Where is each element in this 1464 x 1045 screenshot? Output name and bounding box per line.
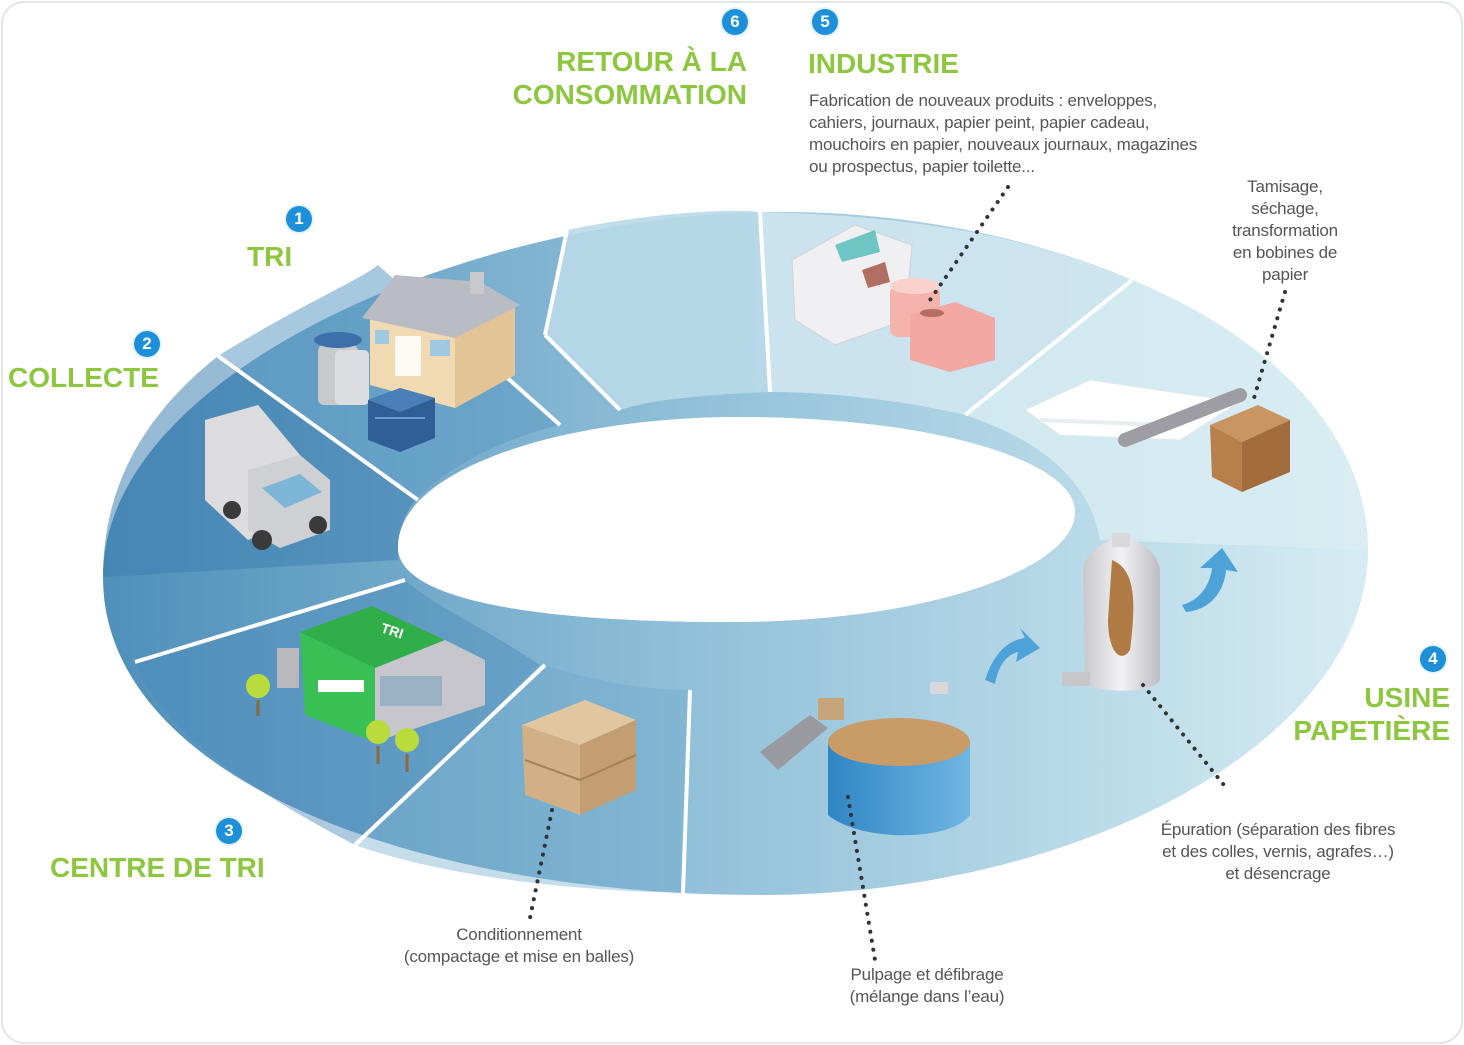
step-label-retour-line2: CONSOMMATION [512, 79, 747, 110]
note-conditionnement-line: Conditionnement [456, 925, 582, 944]
note-industrie-line: mouchoirs en papier, nouveaux journaux, … [809, 135, 1198, 154]
trash-bins-icon [314, 332, 369, 405]
pulper-tank-icon [760, 682, 970, 836]
ring-hole [398, 417, 1075, 622]
house-icon [362, 272, 520, 408]
note-industrie-line: ou prospectus, papier toilette... [809, 157, 1035, 176]
step-label-collecte: COLLECTE [8, 362, 159, 393]
note-pulpage: Pulpage et défibrage (mélange dans l’eau… [812, 964, 1042, 1008]
sorting-center-roof-sign: TRI [379, 620, 405, 642]
step-label-usine-papetiere: USINE PAPETIÈRE [1293, 681, 1450, 747]
step-badge-4: 4 [1420, 646, 1446, 672]
step-badge-5: 5 [812, 9, 838, 35]
note-pulpage-line: (mélange dans l’eau) [849, 987, 1005, 1006]
note-epuration-line: et désencrage [1225, 864, 1331, 883]
leader-lines [528, 185, 1287, 962]
note-industrie-line: cahiers, journaux, papier peint, papier … [809, 113, 1150, 132]
paper-roll-machine-icon [1024, 379, 1290, 492]
note-pulpage-line: Pulpage et défibrage [850, 965, 1004, 984]
note-tamisage-line: séchage, [1251, 199, 1319, 218]
step-label-usine-line1: USINE [1364, 682, 1450, 713]
note-tamisage-line: transformation [1232, 221, 1338, 240]
trees-icon [246, 674, 419, 772]
note-epuration: Épuration (séparation des fibres et des … [1130, 819, 1426, 885]
sorting-center-icon: TRI [277, 606, 485, 742]
note-conditionnement-line: (compactage et mise en balles) [403, 947, 635, 966]
flow-arrow-icon [985, 548, 1238, 684]
step-label-retour-line1: RETOUR À LA [556, 46, 747, 77]
purifier-column-icon [1062, 533, 1160, 691]
note-epuration-line: Épuration (séparation des fibres [1160, 820, 1396, 839]
note-industrie: Fabrication de nouveaux produits : envel… [809, 90, 1197, 178]
note-tamisage-line: papier [1261, 265, 1309, 284]
note-tamisage-line: en bobines de [1232, 243, 1338, 262]
step-badge-1: 1 [286, 206, 312, 232]
paper-products-icon [791, 224, 995, 372]
step-badge-2: 2 [134, 331, 160, 357]
step-badge-3: 3 [216, 818, 242, 844]
garbage-truck-icon [205, 405, 330, 550]
note-tamisage-line: Tamisage, [1247, 177, 1323, 196]
step-label-industrie: INDUSTRIE [808, 48, 959, 79]
segment-retour [545, 210, 770, 410]
step-label-centre-de-tri: CENTRE DE TRI [50, 852, 265, 883]
step-label-retour: RETOUR À LA CONSOMMATION [513, 45, 747, 111]
bale-icon [522, 700, 637, 815]
note-epuration-line: et des colles, vernis, agrafes…) [1162, 842, 1394, 861]
step-label-tri: TRI [247, 241, 293, 272]
note-industrie-line: Fabrication de nouveaux produits : envel… [809, 91, 1158, 110]
step-label-usine-line2: PAPETIÈRE [1293, 715, 1450, 746]
recycling-crate-icon [368, 388, 435, 452]
step-badge-6: 6 [722, 9, 748, 35]
note-tamisage: Tamisage, séchage, transformation en bob… [1215, 176, 1355, 286]
note-conditionnement: Conditionnement (compactage et mise en b… [385, 924, 653, 968]
